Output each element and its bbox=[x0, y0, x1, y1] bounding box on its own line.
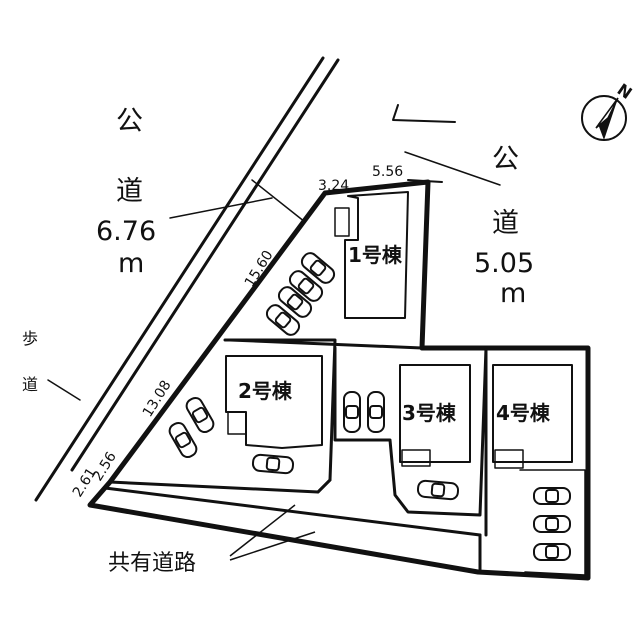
building-1-outline bbox=[344, 191, 409, 319]
shared-road-line-1 bbox=[103, 486, 482, 537]
building-1-label: 1号棟 bbox=[348, 243, 403, 267]
shared-road-leader-1 bbox=[229, 504, 296, 557]
car-1b bbox=[288, 270, 324, 302]
road-line-west-outer bbox=[34, 56, 325, 502]
building-1-steps bbox=[334, 207, 350, 237]
east-road-kanji-1: 公 bbox=[492, 144, 519, 175]
building-3-steps bbox=[401, 449, 431, 467]
road-line-west-inner bbox=[70, 58, 340, 472]
east-road-mark bbox=[392, 104, 456, 123]
sidewalk-kanji-1: 歩 bbox=[22, 329, 38, 348]
east-road-leader bbox=[404, 151, 501, 186]
east-road-unit: m bbox=[500, 278, 526, 309]
lot-2-bottom bbox=[108, 478, 332, 494]
car-4a bbox=[533, 487, 571, 505]
car-2a bbox=[185, 396, 215, 434]
car-4b bbox=[533, 515, 571, 533]
west-road-kanji-1: 公 bbox=[116, 106, 143, 137]
car-4c bbox=[533, 543, 571, 561]
east-road-width: 5.05 bbox=[474, 248, 534, 279]
road-width-arrow bbox=[251, 179, 306, 223]
building-2-steps bbox=[227, 411, 247, 435]
west-road-kanji-2: 道 bbox=[116, 176, 143, 207]
sidewalk-kanji-2: 道 bbox=[22, 375, 38, 394]
building-3-outline bbox=[399, 364, 471, 463]
car-2c bbox=[251, 453, 295, 475]
dimension-3-24: 3.24 bbox=[318, 178, 349, 194]
sidewalk-leader bbox=[47, 379, 81, 401]
car-2b bbox=[168, 421, 198, 459]
north-compass-icon: N bbox=[581, 80, 636, 141]
west-road-width: 6.76 bbox=[96, 216, 156, 247]
building-4-outline bbox=[492, 364, 573, 463]
west-road-unit: m bbox=[118, 248, 144, 279]
building-2-label: 2号棟 bbox=[238, 379, 293, 403]
east-road-kanji-2: 道 bbox=[492, 208, 519, 239]
road-width-leader bbox=[169, 197, 273, 219]
car-3c bbox=[416, 479, 460, 501]
car-3b bbox=[367, 391, 385, 433]
building-4-label: 4号棟 bbox=[496, 401, 551, 425]
lot-3-boundary bbox=[333, 346, 488, 517]
shared-road-leader-2 bbox=[229, 531, 316, 561]
dimension-5-56: 5.56 bbox=[372, 164, 403, 180]
building-3-label: 3号棟 bbox=[402, 401, 457, 425]
car-1d bbox=[265, 304, 301, 336]
car-1a bbox=[300, 252, 336, 284]
lot-4-parking-area bbox=[519, 469, 586, 576]
shared-road-label: 共有道路 bbox=[108, 551, 196, 576]
site-boundary bbox=[87, 179, 591, 581]
lot-1-bottom bbox=[228, 338, 424, 350]
car-1c bbox=[277, 286, 313, 318]
building-4-steps bbox=[494, 449, 524, 469]
car-3a bbox=[343, 391, 361, 433]
